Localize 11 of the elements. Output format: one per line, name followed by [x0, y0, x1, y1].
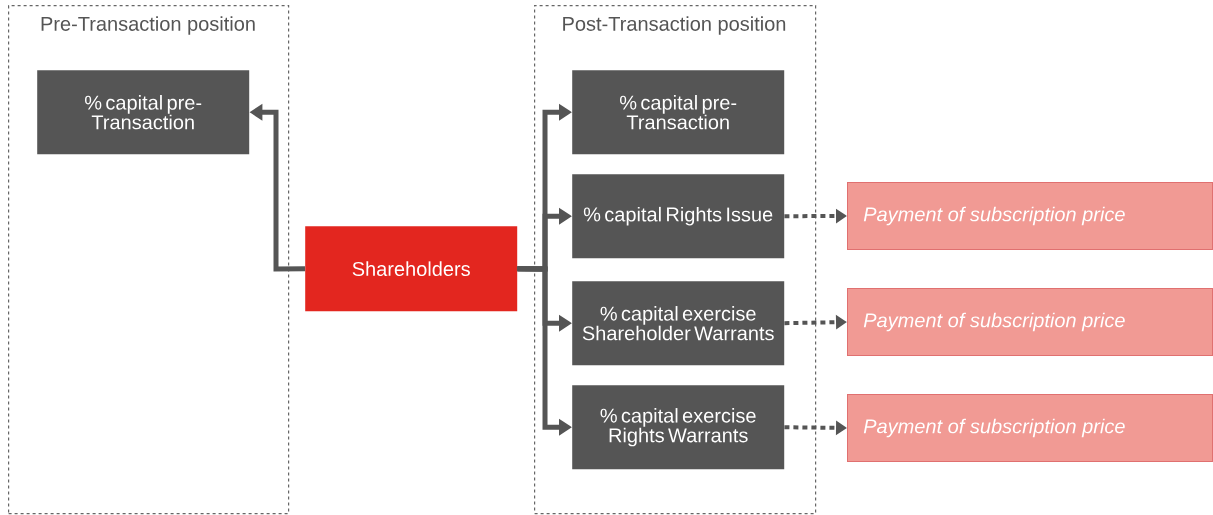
group-heading: Pre-Transaction position: [41, 16, 255, 35]
text-box: % capital pre-Transaction: [37, 70, 250, 155]
node-label: Payment of subscription price: [863, 312, 1125, 332]
node-label: Payment of subscription price: [863, 418, 1125, 438]
node-label: Payment of subscription price: [863, 206, 1125, 226]
text-box: % capital exercise Rights Warrants: [572, 385, 785, 470]
text-box: % capital pre-Transaction: [572, 70, 785, 155]
text-box: Shareholders: [305, 226, 518, 312]
text-box: % capital Rights Issue: [572, 174, 785, 259]
text-box: % capital exercise Shareholder Warrants: [572, 281, 785, 366]
group-heading: Post-Transaction position: [563, 16, 786, 35]
